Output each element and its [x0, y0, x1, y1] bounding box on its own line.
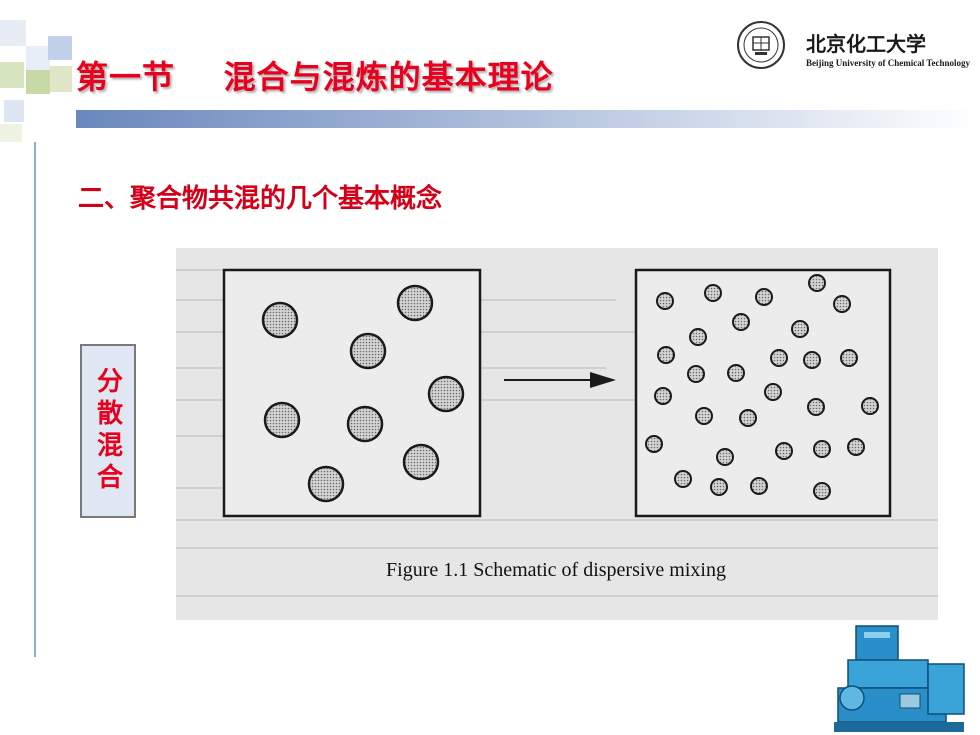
side-label-text: 分散混合: [92, 367, 123, 495]
left-vertical-rule: [34, 142, 36, 657]
university-name-en: Beijing University of Chemical Technolog…: [806, 58, 970, 68]
mixer-machine-icon: [834, 625, 965, 732]
large-agglomerates: [261, 284, 465, 503]
side-label-box: 分散混合: [80, 344, 136, 518]
decor-square: [0, 20, 26, 46]
arrow-right-icon: [504, 372, 616, 388]
university-seal-icon: [737, 21, 785, 69]
decor-square: [26, 46, 50, 70]
decor-square: [48, 36, 72, 60]
figure-caption: Figure 1.1 Schematic of dispersive mixin…: [386, 559, 726, 581]
dispersed-particles: [645, 274, 879, 500]
slide-title: 第一节 混合与混炼的基本理论: [76, 58, 554, 96]
dispersive-mixing-figure: Figure 1.1 Schematic of dispersive mixin…: [176, 248, 938, 620]
decor-square: [0, 124, 22, 142]
decor-square: [0, 62, 24, 88]
university-name-cn: 北京化工大学: [806, 32, 926, 56]
decor-square: [26, 70, 50, 94]
decor-square: [4, 100, 24, 122]
title-underline-bar: [76, 110, 980, 128]
section-subtitle: 二、聚合物共混的几个基本概念: [78, 184, 443, 214]
decor-square: [50, 66, 72, 92]
